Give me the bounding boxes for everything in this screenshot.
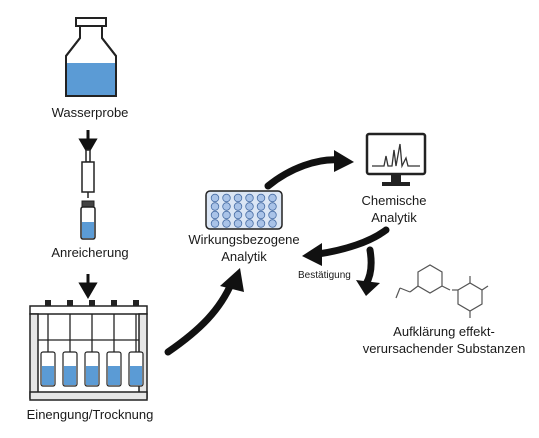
plate-well [210,219,220,228]
tube-liquid [86,366,98,385]
plate-well [233,210,243,220]
plate-well [210,193,220,203]
needle-cap [67,300,73,306]
plate-well [256,193,266,203]
plate-well [245,210,254,220]
down-arrow-2 [78,274,98,299]
needle-cap [45,300,51,306]
plate-well [268,219,277,228]
plate-well [256,219,266,228]
effect-based-label-line1: Wirkungsbezogene [188,232,300,247]
confirmation-label: Bestätigung [298,270,351,281]
chemical-label-line2: Analytik [371,210,417,225]
needle-cap [89,300,95,306]
plate-well [256,202,266,211]
down-arrow-1 [78,130,98,155]
arrow-to-chemical [264,156,344,190]
evaporator-rack-icon [29,300,148,401]
chemical-label-line1: Chemische [361,193,427,208]
plate-well [268,210,277,220]
concentration-label: Einengung/Trocknung [26,407,154,422]
plate-well [233,219,243,228]
water-sample-bottle-icon [65,17,117,97]
plate-well [245,193,254,203]
microplate-icon [205,190,283,230]
plate-well [222,202,231,211]
plate-well [233,193,243,203]
vial-icon [80,200,96,240]
plate-well [256,210,266,220]
elucidation-label-line2: verursachender Substanzen [362,341,526,356]
plate-well [233,202,243,211]
syringe-cartridge-icon [81,149,95,198]
enrichment-label: Anreicherung [51,245,129,260]
plate-well [222,210,231,220]
arrow-to-elucidation [362,246,375,288]
molecule-structure-icon [395,264,489,318]
tube-liquid [108,366,120,385]
tube-liquid [130,366,142,385]
arrow-to-plate [164,278,236,356]
plate-well [245,219,254,228]
water-sample-label: Wasserprobe [51,105,129,120]
plate-well [268,202,277,211]
plate-well [222,193,231,203]
elucidation-label-line1: Aufklärung effekt- [393,324,495,339]
plate-well [210,202,220,211]
arrow-to-effect-based [314,226,390,258]
plate-well [245,202,254,211]
tube-liquid [64,366,76,385]
plate-well [268,193,277,203]
plate-well [222,219,231,228]
monitor-icon [365,132,427,186]
needle-cap [133,300,139,306]
effect-based-label-line2: Analytik [221,249,267,264]
needle-cap [111,300,117,306]
tube-liquid [42,366,54,385]
plate-well [210,210,220,220]
